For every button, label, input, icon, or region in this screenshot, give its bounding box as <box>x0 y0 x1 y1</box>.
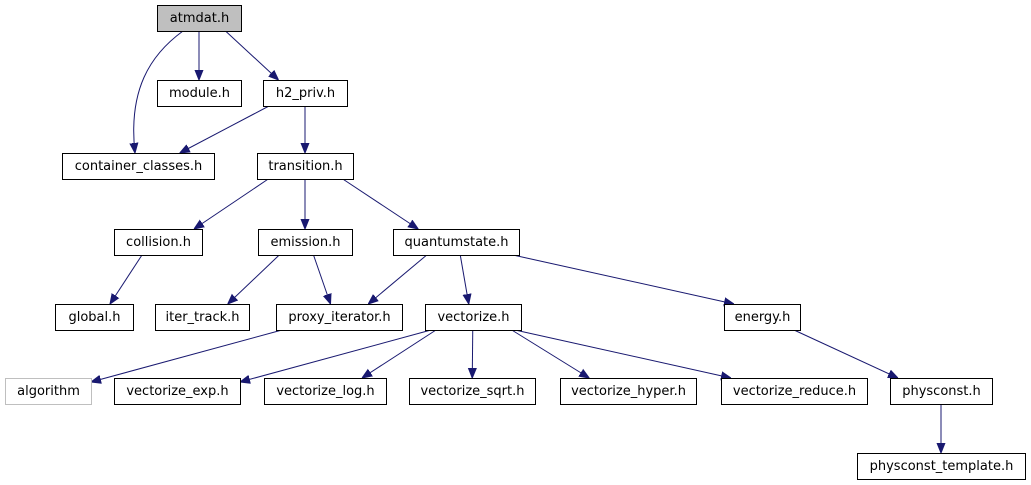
node-box <box>258 229 353 256</box>
node-h2-priv[interactable]: h2_priv.h <box>263 80 348 107</box>
node-iter-track[interactable]: iter_track.h <box>155 304 250 331</box>
edge-transition-to-quantumstate <box>342 178 419 229</box>
edge-energy-to-physconst <box>793 329 898 378</box>
node-box <box>890 378 993 405</box>
node-label: vectorize_exp.h <box>126 384 228 399</box>
node-label: energy.h <box>735 310 791 325</box>
node-box <box>409 378 536 405</box>
node-box <box>425 304 522 331</box>
node-vectorize-exp[interactable]: vectorize_exp.h <box>114 378 241 405</box>
edges-layer <box>91 30 941 453</box>
edge-transition-to-collision <box>194 178 269 229</box>
node-proxy-iterator[interactable]: proxy_iterator.h <box>276 304 403 331</box>
node-box <box>721 378 868 405</box>
node-box <box>264 378 387 405</box>
node-box <box>55 304 134 331</box>
node-box <box>257 153 354 180</box>
node-label: physconst.h <box>902 384 981 399</box>
node-box <box>276 304 403 331</box>
edge-emission-to-iter-track <box>228 254 280 304</box>
node-label: vectorize_log.h <box>276 384 374 399</box>
node-label: vectorize.h <box>437 310 509 325</box>
node-module[interactable]: module.h <box>157 80 242 107</box>
node-vectorize-sqrt[interactable]: vectorize_sqrt.h <box>409 378 536 405</box>
node-box <box>5 378 92 405</box>
edge-atmdat-to-h2-priv <box>225 30 279 80</box>
node-box <box>263 80 348 107</box>
node-label: collision.h <box>126 235 191 250</box>
edge-vectorize-to-vectorize-reduce <box>514 329 731 378</box>
node-label: emission.h <box>271 235 341 250</box>
edge-emission-to-proxy-iterator <box>313 254 331 304</box>
node-label: algorithm <box>17 384 80 399</box>
node-vectorize[interactable]: vectorize.h <box>425 304 522 331</box>
node-quantumstate[interactable]: quantumstate.h <box>393 229 520 256</box>
node-label: vectorize_hyper.h <box>571 384 686 399</box>
node-box <box>114 229 203 256</box>
node-box <box>393 229 520 256</box>
node-box <box>155 304 250 331</box>
node-box <box>157 80 242 107</box>
node-box <box>560 378 697 405</box>
node-physconst-template[interactable]: physconst_template.h <box>857 453 1026 480</box>
node-algorithm: algorithm <box>5 378 92 405</box>
node-box <box>724 304 801 331</box>
node-label: quantumstate.h <box>405 235 509 250</box>
node-vectorize-log[interactable]: vectorize_log.h <box>264 378 387 405</box>
node-box <box>114 378 241 405</box>
nodes-layer: atmdat.h module.h h2_priv.h container_class… <box>5 5 1026 480</box>
edge-proxy-iterator-to-algorithm <box>91 329 283 382</box>
node-container-classes[interactable]: container_classes.h <box>62 153 215 180</box>
node-label: atmdat.h <box>170 11 229 26</box>
node-label: container_classes.h <box>75 159 203 174</box>
node-box <box>62 153 215 180</box>
node-energy[interactable]: energy.h <box>724 304 801 331</box>
node-box <box>157 5 242 32</box>
node-label: vectorize_reduce.h <box>733 384 856 399</box>
edge-vectorize-to-vectorize-exp <box>240 329 432 382</box>
node-vectorize-hyper[interactable]: vectorize_hyper.h <box>560 378 697 405</box>
edge-quantumstate-to-proxy-iterator <box>368 254 428 304</box>
node-global[interactable]: global.h <box>55 304 134 331</box>
edge-collision-to-global <box>110 254 143 304</box>
edge-quantumstate-to-vectorize <box>459 254 469 304</box>
node-label: vectorize_sqrt.h <box>420 384 524 399</box>
node-label: global.h <box>68 310 120 325</box>
node-physconst[interactable]: physconst.h <box>890 378 993 405</box>
node-vectorize-reduce[interactable]: vectorize_reduce.h <box>721 378 868 405</box>
node-label: iter_track.h <box>165 310 239 325</box>
node-label: module.h <box>169 86 230 101</box>
node-atmdat[interactable]: atmdat.h <box>157 5 242 32</box>
edge-vectorize-to-vectorize-hyper <box>511 329 590 378</box>
edge-atmdat-to-container-classes <box>134 30 184 153</box>
node-label: physconst_template.h <box>870 459 1014 474</box>
node-emission[interactable]: emission.h <box>258 229 353 256</box>
node-label: proxy_iterator.h <box>288 310 390 325</box>
edge-vectorize-to-vectorize-sqrt <box>472 329 473 378</box>
node-box <box>857 453 1026 480</box>
node-label: h2_priv.h <box>276 86 335 101</box>
node-transition[interactable]: transition.h <box>257 153 354 180</box>
edge-vectorize-to-vectorize-log <box>362 329 437 378</box>
edge-quantumstate-to-energy <box>512 254 734 304</box>
node-label: transition.h <box>268 159 342 174</box>
edge-h2-priv-to-container-classes <box>180 105 270 153</box>
node-collision[interactable]: collision.h <box>114 229 203 256</box>
